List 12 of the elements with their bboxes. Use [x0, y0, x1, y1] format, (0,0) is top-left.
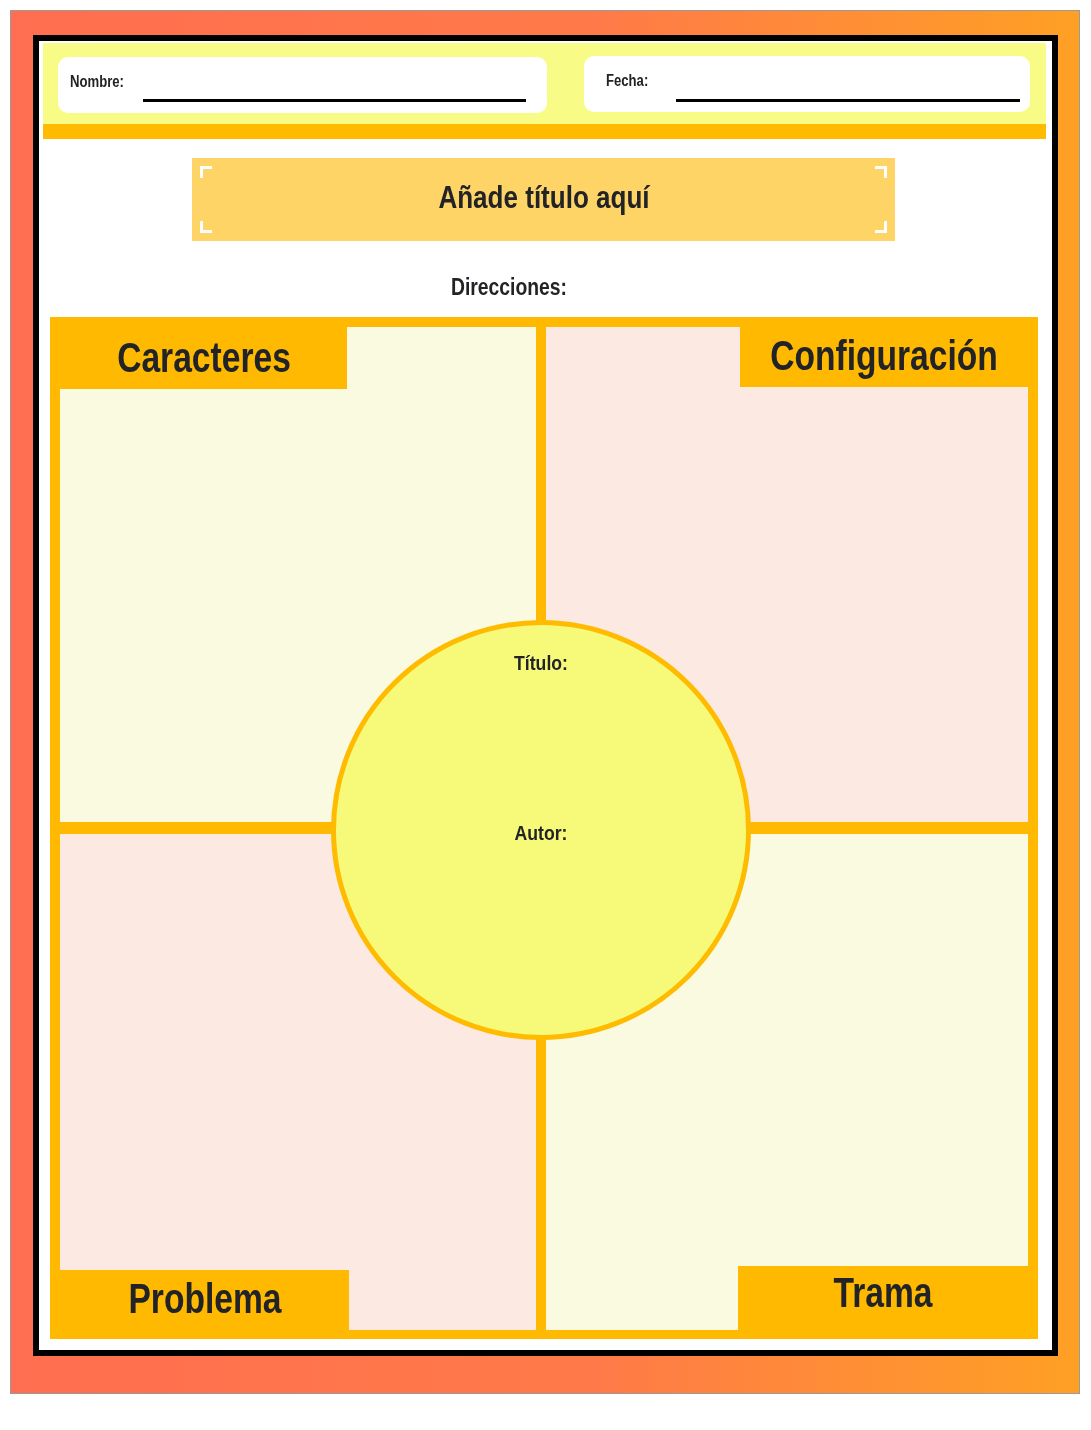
field-label: Fecha:	[606, 71, 649, 91]
section-heading: Problema	[127, 1276, 282, 1322]
field-label: Nombre:	[70, 72, 124, 92]
field-card	[58, 57, 547, 113]
directions-label: Direcciones:	[451, 274, 567, 301]
title-input-field: Añade título aquí	[192, 158, 895, 241]
section-heading: Trama	[833, 1270, 933, 1316]
section-heading: Configuración	[770, 333, 998, 379]
field-label: Título:	[514, 650, 568, 675]
field-card	[584, 56, 1030, 112]
field-label: Autor:	[514, 820, 568, 845]
section-heading: Caracteres	[116, 335, 291, 381]
